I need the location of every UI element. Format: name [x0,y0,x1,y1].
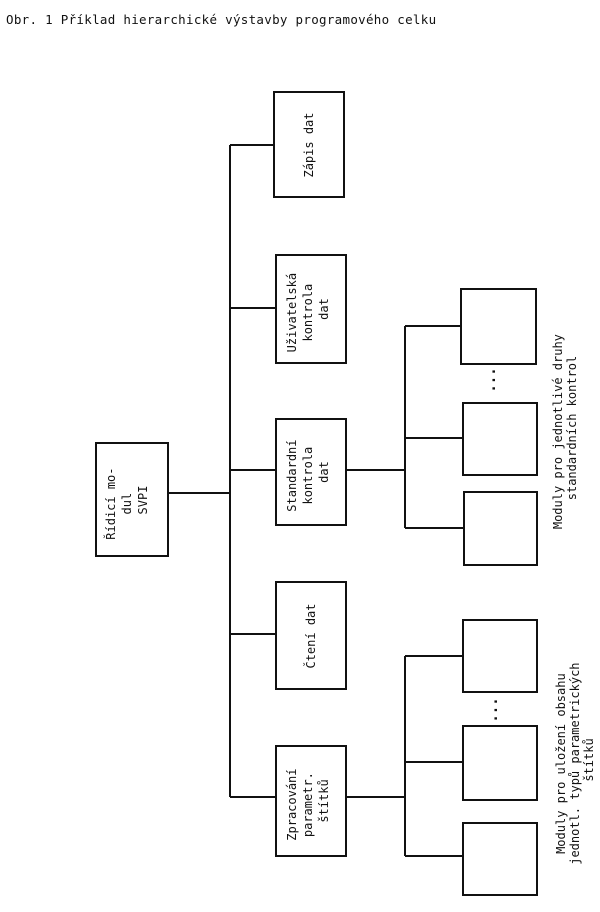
module-label-zapis: Zápis dat [302,112,316,177]
module-label-zpracovani: Zpracování parametr. štítků [285,761,331,840]
control-module-box-1 [460,288,537,365]
module-label-cteni: Čtení dat [303,603,318,668]
param-modules-note: Moduly pro uložení obsahu jednotl. typů … [554,655,596,865]
module-label-standardni: Standardní kontrola dat [285,432,331,511]
connector-lines [168,144,464,857]
module-box-cteni: Čtení dat [275,581,347,690]
module-box-uzivatelska: Uživatelská kontrola dat [275,254,347,364]
control-ellipsis: ... [483,367,499,392]
param-module-box-3 [462,822,538,896]
root-module-box: Řídicí mo- dul SVPI [95,442,169,557]
figure-caption: Obr. 1 Příklad hierarchické výstavby pro… [6,12,437,27]
module-label-uzivatelska: Uživatelská kontrola dat [285,266,331,353]
control-module-box-2 [462,402,538,476]
param-ellipsis: ... [485,697,501,722]
root-module-label: Řídicí mo- dul SVPI [103,460,150,539]
param-module-box-1 [462,619,538,693]
control-modules-note: Moduly pro jednotlivé druhy standardních… [551,327,579,529]
module-box-zpracovani: Zpracování parametr. štítků [275,745,347,857]
module-box-standardni: Standardní kontrola dat [275,418,347,526]
control-module-box-3 [463,491,538,566]
module-box-zapis: Zápis dat [273,91,345,198]
param-module-box-2 [462,725,538,801]
